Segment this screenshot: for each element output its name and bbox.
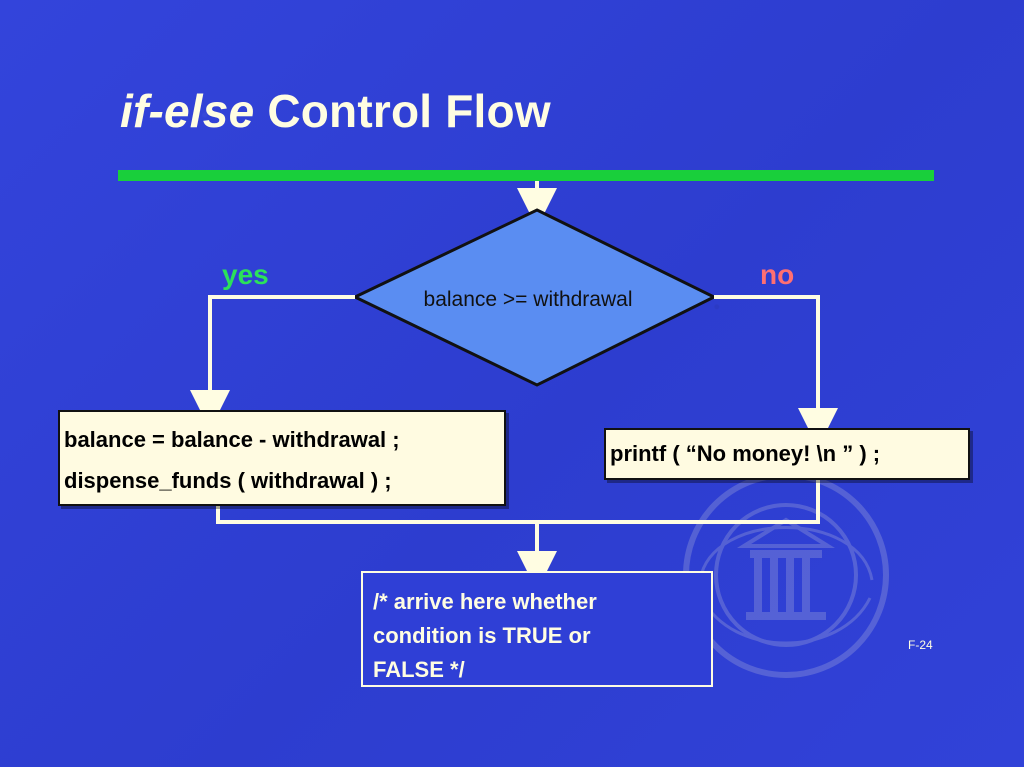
merge-comment-box: /* arrive here whether condition is TRUE…	[361, 571, 713, 687]
no-connector	[714, 295, 838, 448]
slide-number: F-24	[908, 638, 933, 652]
title-underline	[118, 170, 934, 181]
slide-title: if-else Control Flow	[120, 88, 551, 134]
true-branch-box: balance = balance - withdrawal ; dispens…	[58, 410, 506, 506]
merge-comment-text: /* arrive here whether condition is TRUE…	[373, 589, 597, 682]
slide-title-italic: if-else	[120, 85, 255, 137]
merge-connector	[216, 480, 820, 524]
false-branch-box: printf ( “No money! \n ” ) ;	[604, 428, 970, 480]
true-branch-line-2: dispense_funds ( withdrawal ) ;	[64, 468, 392, 493]
decision-condition: balance >= withdrawal	[423, 288, 633, 311]
decision-diamond	[351, 208, 718, 387]
yes-connector	[190, 295, 355, 430]
slide-title-rest: Control Flow	[254, 85, 551, 137]
yes-label: yes	[222, 259, 269, 290]
no-label: no	[760, 259, 795, 290]
false-branch-line-1: printf ( “No money! \n ” ) ;	[610, 441, 881, 466]
true-branch-line-1: balance = balance - withdrawal ;	[64, 427, 400, 452]
